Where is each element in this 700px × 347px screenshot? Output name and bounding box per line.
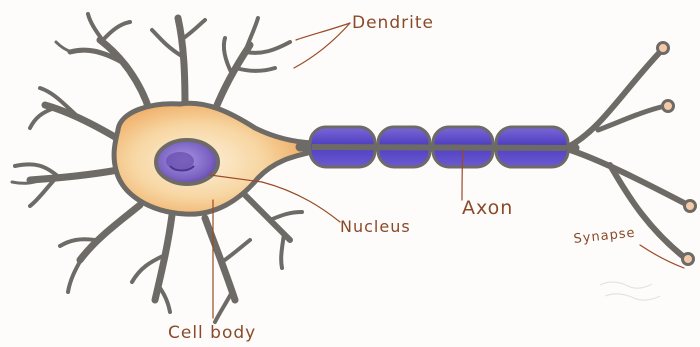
label-axon: Axon bbox=[462, 197, 513, 219]
watermark-scribble bbox=[600, 282, 660, 300]
label-nucleus: Nucleus bbox=[340, 217, 411, 236]
nucleus-shape bbox=[156, 140, 218, 184]
label-synapse: Synapse bbox=[573, 226, 636, 247]
label-cell-body: Cell body bbox=[168, 323, 256, 343]
label-dendrite: Dendrite bbox=[352, 13, 434, 33]
myelin-sheath bbox=[310, 127, 568, 167]
synaptic-knobs bbox=[658, 43, 696, 265]
